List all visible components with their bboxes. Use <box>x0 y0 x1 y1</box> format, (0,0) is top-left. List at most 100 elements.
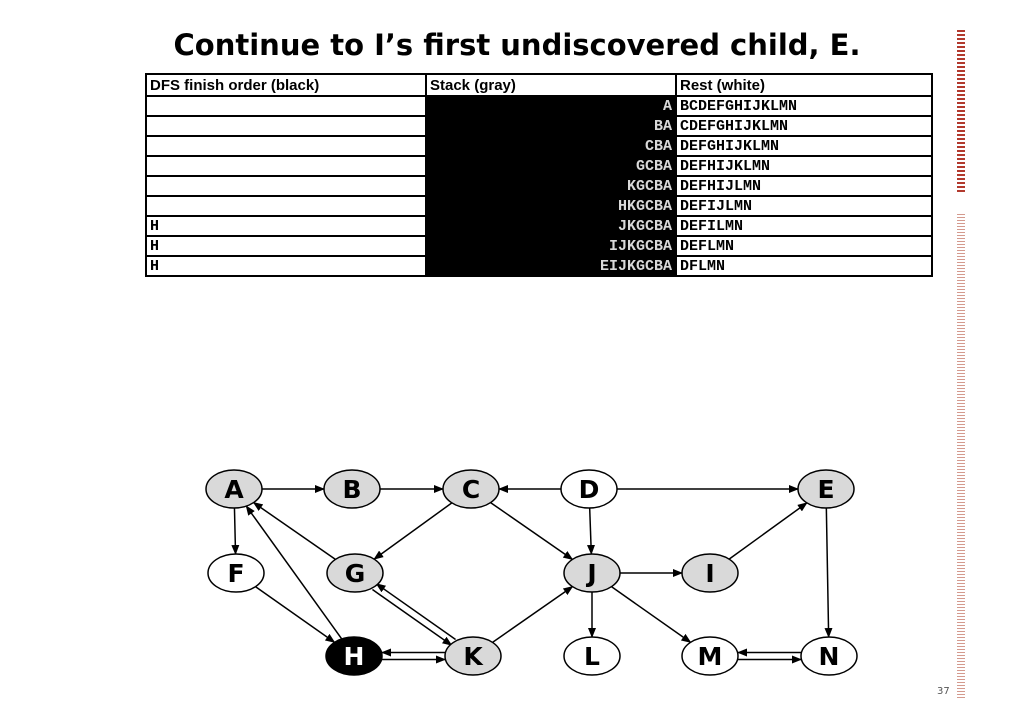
node-shape <box>442 469 500 509</box>
stack-cell: EIJKGCBA <box>425 255 677 277</box>
node-label: M <box>698 642 723 671</box>
dfs-table: DFS finish order (black) Stack (gray) Re… <box>145 73 933 277</box>
edge-g-to-k <box>371 588 453 646</box>
node-label: E <box>817 475 834 504</box>
node-j: J <box>563 553 621 593</box>
graph-nodes: A B C D E F G J I H K L M N <box>205 469 858 676</box>
rest-cell: DEFIJLMN <box>675 195 933 217</box>
graph-edges <box>231 485 833 664</box>
table-row: BA CDEFGHIJKLMN <box>145 115 933 137</box>
node-shape <box>326 553 384 593</box>
node-d: D <box>560 469 618 509</box>
edge-j-to-m <box>611 586 692 643</box>
edge-i-to-e <box>728 502 808 560</box>
stack-cell: A <box>425 95 677 117</box>
node-label: G <box>345 559 366 588</box>
edge-e-to-n <box>824 507 833 639</box>
decorative-stripe-bottom <box>957 214 965 698</box>
edge-k-to-j <box>492 586 574 643</box>
node-shape <box>205 469 263 509</box>
edge-d-to-j <box>587 507 595 556</box>
stack-cell: BA <box>425 115 677 137</box>
node-l: L <box>563 636 621 676</box>
node-shape <box>560 469 618 509</box>
header-rest: Rest (white) <box>675 73 933 97</box>
rest-cell: DEFHIJKLMN <box>675 155 933 177</box>
edge-c-to-g <box>373 502 453 560</box>
node-shape <box>563 636 621 676</box>
node-g: G <box>326 553 384 593</box>
finish-cell: H <box>145 215 427 237</box>
node-label: F <box>227 559 244 588</box>
node-f: F <box>207 553 265 593</box>
stack-cell: IJKGCBA <box>425 235 677 257</box>
node-label: C <box>462 475 480 504</box>
node-shape <box>323 469 381 509</box>
node-label: L <box>584 642 600 671</box>
edge-k-to-g <box>375 583 457 641</box>
node-shape <box>800 636 858 676</box>
slide-title: Continue to I’s first undiscovered child… <box>173 28 861 62</box>
node-label: H <box>344 642 365 671</box>
node-shape <box>681 553 739 593</box>
header-finish-order: DFS finish order (black) <box>145 73 427 97</box>
finish-cell <box>145 95 427 117</box>
node-h: H <box>325 636 383 676</box>
stack-cell: KGCBA <box>425 175 677 197</box>
node-n: N <box>800 636 858 676</box>
finish-cell <box>145 155 427 177</box>
finish-cell <box>145 115 427 137</box>
node-label: B <box>342 475 361 504</box>
rest-cell: DEFILMN <box>675 215 933 237</box>
rest-cell: DFLMN <box>675 255 933 277</box>
table-row: KGCBA DEFHIJLMN <box>145 175 933 197</box>
finish-cell: H <box>145 235 427 257</box>
node-c: C <box>442 469 500 509</box>
node-label: D <box>579 475 600 504</box>
table-row: A BCDEFGHIJKLMN <box>145 95 933 117</box>
finish-cell: H <box>145 255 427 277</box>
table-row: H IJKGCBA DEFLMN <box>145 235 933 257</box>
node-m: M <box>681 636 739 676</box>
rest-cell: DEFHIJLMN <box>675 175 933 197</box>
node-label: N <box>819 642 840 671</box>
node-label: K <box>463 642 484 671</box>
finish-cell <box>145 195 427 217</box>
node-k: K <box>444 636 502 676</box>
node-a: A <box>205 469 263 509</box>
rest-cell: DEFLMN <box>675 235 933 257</box>
rest-cell: DEFGHIJKLMN <box>675 135 933 157</box>
table-row: H JKGCBA DEFILMN <box>145 215 933 237</box>
page-number: 37 <box>937 686 950 697</box>
node-shape <box>797 469 855 509</box>
edge-a-to-f <box>231 507 240 556</box>
table-row: HKGCBA DEFIJLMN <box>145 195 933 217</box>
node-shape <box>325 636 383 676</box>
node-label: A <box>224 475 244 504</box>
rest-cell: BCDEFGHIJKLMN <box>675 95 933 117</box>
table-row: CBA DEFGHIJKLMN <box>145 135 933 157</box>
stack-cell: GCBA <box>425 155 677 177</box>
table-row: H EIJKGCBA DFLMN <box>145 255 933 277</box>
node-e: E <box>797 469 855 509</box>
node-b: B <box>323 469 381 509</box>
finish-cell <box>145 135 427 157</box>
node-shape <box>563 553 621 593</box>
node-shape <box>207 553 265 593</box>
edge-h-to-a <box>245 505 343 640</box>
table-row: GCBA DEFHIJKLMN <box>145 155 933 177</box>
node-shape <box>681 636 739 676</box>
finish-cell <box>145 175 427 197</box>
table-header-row: DFS finish order (black) Stack (gray) Re… <box>145 73 933 97</box>
edge-c-to-j <box>490 501 574 561</box>
node-label: I <box>705 559 714 588</box>
node-shape <box>444 636 502 676</box>
decorative-stripe-top <box>957 30 965 192</box>
rest-cell: CDEFGHIJKLMN <box>675 115 933 137</box>
header-stack: Stack (gray) <box>425 73 677 97</box>
stack-cell: HKGCBA <box>425 195 677 217</box>
node-i: I <box>681 553 739 593</box>
node-label: J <box>585 559 596 588</box>
stack-cell: JKGCBA <box>425 215 677 237</box>
